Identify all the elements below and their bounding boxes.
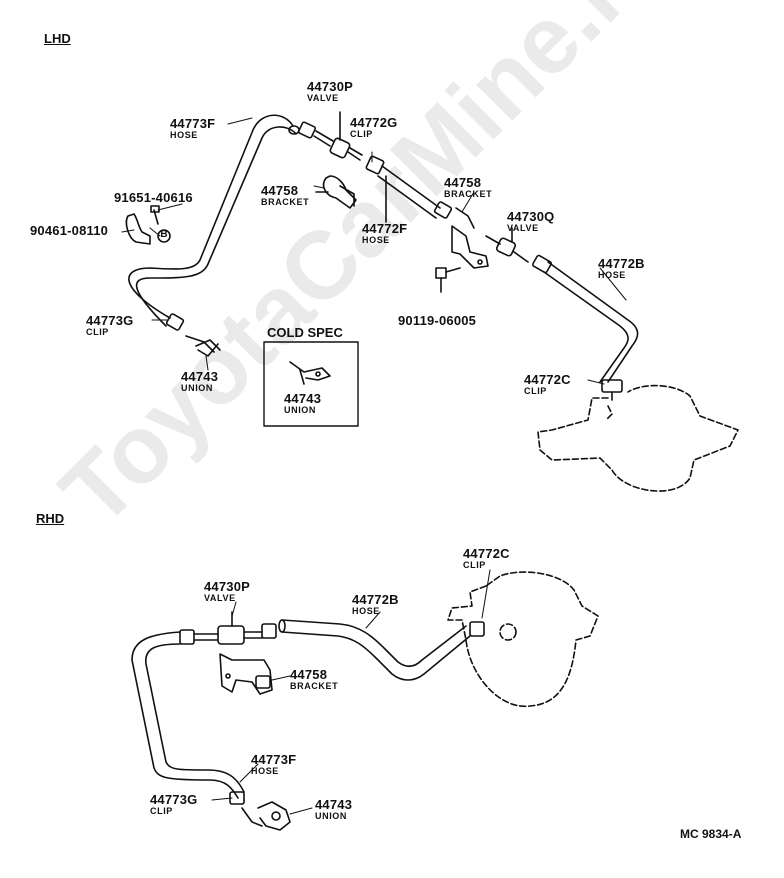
part-number: 44772B	[352, 592, 399, 607]
lhd-hose-44772b-drawing	[543, 261, 639, 401]
part-number: 44773G	[150, 792, 198, 807]
leader-lines	[121, 117, 627, 815]
part-number: 44758	[444, 175, 482, 190]
part-number: 44773G	[86, 313, 134, 328]
cold-spec-union-drawing	[289, 361, 331, 385]
part-description: BRACKET	[444, 189, 493, 199]
rhd-union-44743-drawing	[257, 801, 291, 831]
part-number: 44772F	[362, 221, 408, 236]
part-number: 44730Q	[507, 209, 555, 224]
part-description: VALVE	[204, 593, 236, 603]
lhd-label-clip-44772g: 44772G CLIP	[350, 116, 397, 139]
part-number: 44730P	[204, 579, 251, 594]
lhd-label-clamp-90461: 90461-08110	[30, 224, 108, 237]
rhd-label-clip-44773g: 44773G CLIP	[150, 793, 197, 816]
part-description: HOSE	[598, 270, 626, 280]
diagram-reference: MC 9834-A	[680, 827, 742, 841]
part-description: CLIP	[86, 327, 109, 337]
section-title-rhd: RHD	[36, 511, 65, 526]
rhd-label-clip-44772c: 44772C CLIP	[463, 547, 510, 570]
part-description: BRACKET	[290, 681, 339, 691]
lhd-bolt-90119-drawing	[435, 267, 461, 293]
part-description: HOSE	[362, 235, 390, 245]
part-number: 44743	[284, 391, 322, 406]
lhd-label-hose-44773f: 44773F HOSE	[170, 117, 215, 140]
rhd-label-valve-44730p: 44730P VALVE	[204, 580, 250, 603]
lhd-booster-drawing	[537, 384, 739, 492]
part-number: 44773F	[251, 752, 297, 767]
part-description: UNION	[181, 383, 213, 393]
cold-spec-box	[263, 341, 359, 427]
part-description: CLIP	[524, 386, 547, 396]
rhd-clip-44773g-drawing	[229, 791, 263, 827]
part-description: BRACKET	[261, 197, 310, 207]
lhd-bracket-44758-a-drawing	[315, 175, 357, 209]
part-description: CLIP	[350, 129, 373, 139]
part-number: 44772C	[463, 546, 510, 561]
lhd-hose-44772f-drawing	[377, 165, 453, 223]
lhd-label-clip-44772c: 44772C CLIP	[524, 373, 571, 396]
lhd-label-bolt-90119: 90119-06005	[398, 314, 476, 327]
part-description: CLIP	[150, 806, 173, 816]
rhd-label-hose-44773f: 44773F HOSE	[251, 753, 296, 776]
lhd-hose-44773f-drawing	[128, 114, 300, 327]
rhd-booster-drawing	[447, 571, 599, 707]
lhd-label-hose-44772b: 44772B HOSE	[598, 257, 645, 280]
part-number: 44758	[290, 667, 328, 682]
rhd-label-bracket-44758: 44758 BRACKET	[290, 668, 338, 691]
part-number: 44772C	[524, 372, 571, 387]
part-number: 44743	[315, 797, 353, 812]
part-number: 44772B	[598, 256, 645, 271]
lhd-label-clip-44773g: 44773G CLIP	[86, 314, 133, 337]
rhd-bracket-44758-drawing	[219, 653, 273, 695]
part-description: CLIP	[463, 560, 486, 570]
part-number: 90461-08110	[30, 223, 109, 238]
part-description: HOSE	[251, 766, 279, 776]
rhd-label-hose-44772b: 44772B HOSE	[352, 593, 399, 616]
part-description: HOSE	[170, 130, 198, 140]
part-number: 91651-40616	[114, 190, 193, 205]
cold-spec-label-union: 44743 UNION	[284, 392, 321, 415]
bubble-letter: B	[160, 229, 168, 240]
lhd-valve-44730q-drawing	[485, 227, 552, 274]
part-number: 44743	[181, 369, 219, 384]
part-number: 44758	[261, 183, 299, 198]
part-number: 44730P	[307, 79, 354, 94]
lhd-clip-44773g-drawing	[165, 313, 221, 357]
part-description: VALVE	[307, 93, 339, 103]
part-number: 44772G	[350, 115, 398, 130]
lhd-label-bracket-44758-b: 44758 BRACKET	[444, 176, 492, 199]
lhd-label-valve-44730p: 44730P VALVE	[307, 80, 353, 103]
part-description: UNION	[315, 811, 347, 821]
lhd-label-bracket-44758-a: 44758 BRACKET	[261, 184, 309, 207]
lhd-valve-44730p-drawing	[297, 111, 385, 175]
cold-spec-title: COLD SPEC	[267, 325, 343, 340]
rhd-valve-44730p-drawing	[179, 611, 277, 645]
part-number: 44773F	[170, 116, 216, 131]
rhd-label-union-44743: 44743 UNION	[315, 798, 352, 821]
lhd-label-valve-44730q: 44730Q VALVE	[507, 210, 554, 233]
rhd-hose-44772b-drawing	[278, 619, 485, 681]
part-description: HOSE	[352, 606, 380, 616]
lhd-bracket-44758-b-drawing	[451, 207, 489, 269]
section-title-lhd: LHD	[44, 31, 71, 46]
lhd-label-hose-44772f: 44772F HOSE	[362, 222, 407, 245]
part-description: VALVE	[507, 223, 539, 233]
lhd-label-bolt-91651: 91651-40616	[114, 191, 193, 204]
lhd-label-union-44743: 44743 UNION	[181, 370, 218, 393]
part-number: 90119-06005	[398, 313, 477, 328]
rhd-hose-44773f-drawing	[131, 631, 245, 799]
part-description: UNION	[284, 405, 316, 415]
lhd-clamp-90461-drawing	[125, 205, 171, 245]
